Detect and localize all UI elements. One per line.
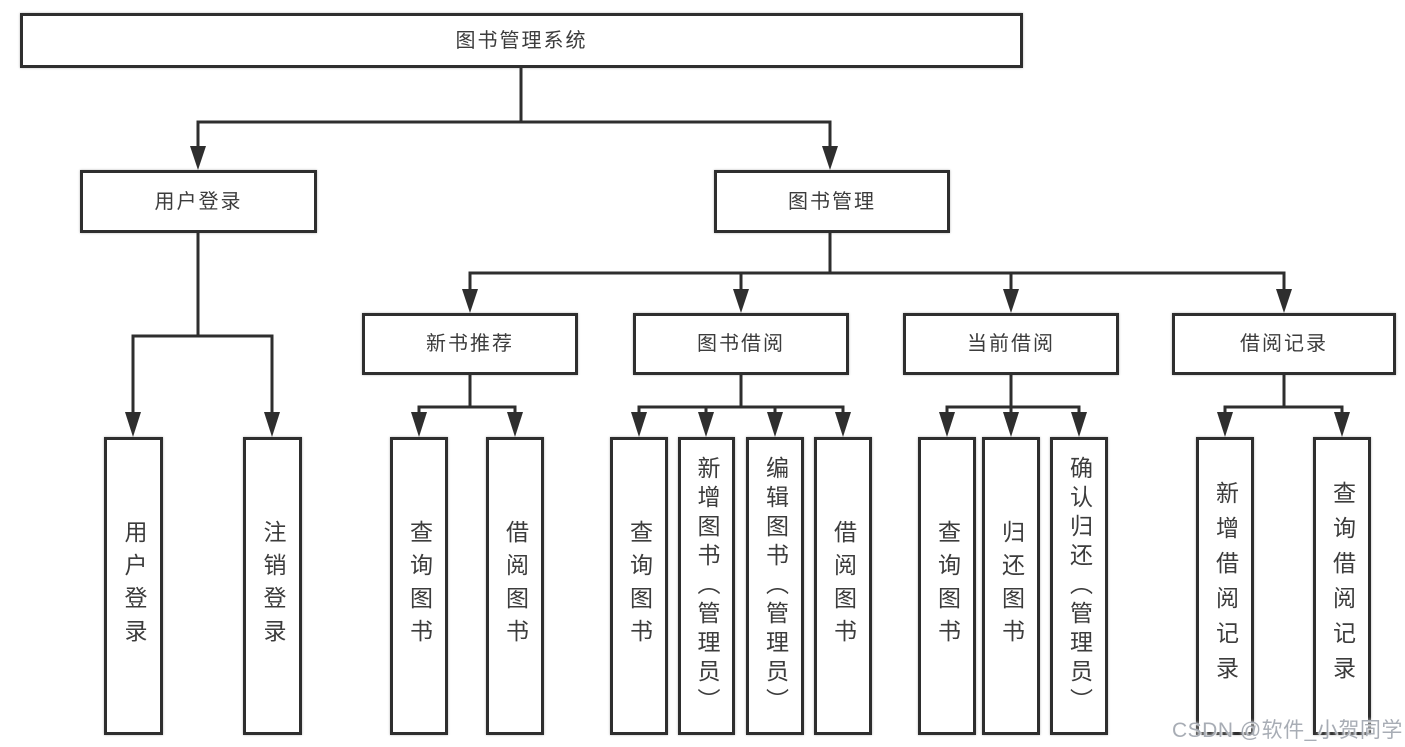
node-label: 用户登录 [154,190,243,213]
node-label: 查询图书 [934,520,961,652]
leaf-borrow-books-recommend: 借阅图书 [486,437,544,735]
node-label: 查询图书 [626,520,653,652]
connector-user-login-to-leaves [125,231,280,437]
leaf-query-borrow-record: 查询借阅记录 [1313,437,1371,735]
node-label: 图书管理 [788,190,876,213]
node-label: 新增图书（管理员） [694,455,720,717]
node-label: 确认归还（管理员） [1066,455,1093,717]
leaf-logout: 注销登录 [243,437,302,735]
node-user-login: 用户登录 [80,170,317,233]
connector-book-management-to-level3 [462,231,1292,313]
leaf-query-books-borrowing: 查询图书 [610,437,668,735]
node-label: 新书推荐 [426,333,514,355]
node-current-borrowing: 当前借阅 [903,313,1119,375]
connector-root-to-level2 [190,66,838,170]
node-label: 归还图书 [998,520,1025,652]
leaf-edit-book-admin: 编辑图书（管理员） [746,437,804,735]
node-label: 新增借阅记录 [1212,481,1239,691]
leaf-query-books-current: 查询图书 [918,437,976,735]
leaf-add-borrow-record: 新增借阅记录 [1196,437,1254,735]
node-label: 查询图书 [406,520,433,652]
leaf-borrow-books-borrowing: 借阅图书 [814,437,872,735]
leaf-add-book-admin: 新增图书（管理员） [678,437,735,735]
csdn-watermark: CSDN @软件_小贺同学 [1172,719,1403,742]
leaf-return-books: 归还图书 [982,437,1040,735]
node-book-management: 图书管理 [714,170,950,233]
node-label: 借阅图书 [502,520,529,652]
node-label: 图书借阅 [697,333,785,355]
node-label: 用户登录 [121,520,147,652]
node-label: 借阅记录 [1240,333,1328,355]
node-label: 查询借阅记录 [1329,481,1356,691]
connector-new-book-recommendation-to-leaves [411,373,523,437]
node-label: 当前借阅 [967,333,1055,355]
leaf-user-login: 用户登录 [104,437,163,735]
node-label: 借阅图书 [830,520,857,652]
node-borrowing-records: 借阅记录 [1172,313,1396,375]
node-library-management-system: 图书管理系统 [20,13,1023,68]
connector-borrowing-records-to-leaves [1217,373,1350,437]
node-label: 编辑图书（管理员） [762,455,789,717]
node-book-borrowing: 图书借阅 [633,313,849,375]
leaf-query-books-recommend: 查询图书 [390,437,448,735]
connector-book-borrowing-to-leaves [631,373,851,437]
node-label: 图书管理系统 [455,29,588,52]
node-label: 注销登录 [260,520,286,652]
node-new-book-recommendation: 新书推荐 [362,313,578,375]
leaf-confirm-return-admin: 确认归还（管理员） [1050,437,1108,735]
connector-current-borrowing-to-leaves [939,373,1087,437]
